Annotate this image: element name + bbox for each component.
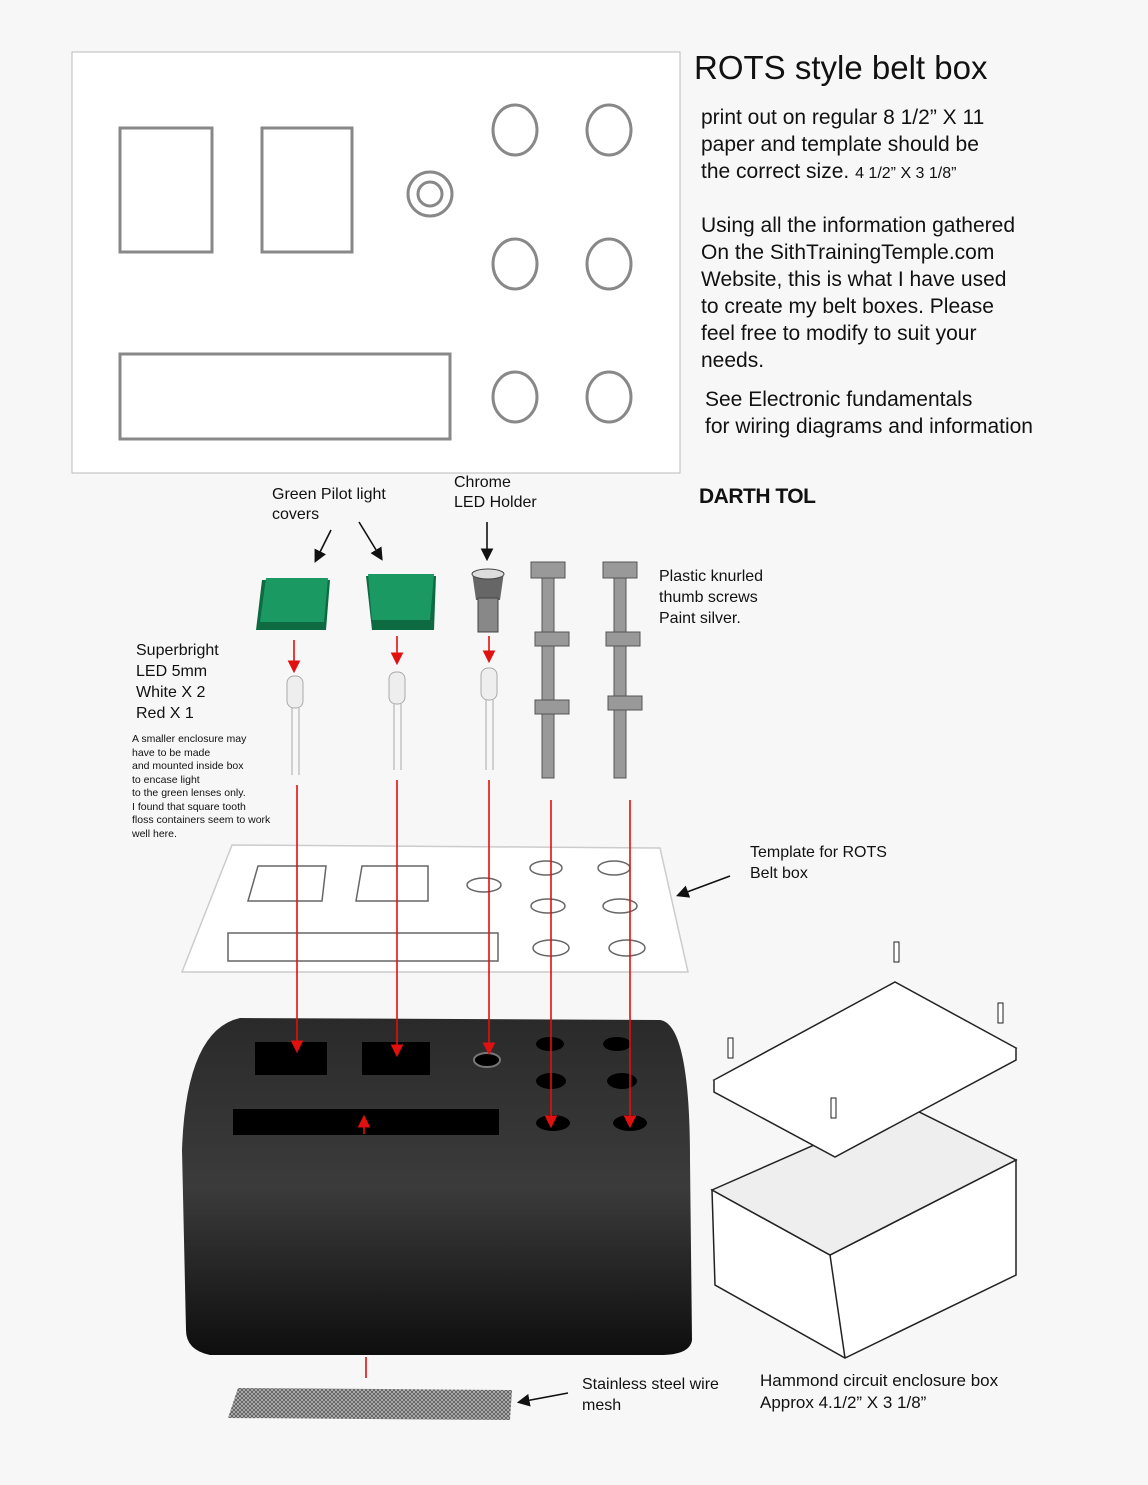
template-panel [71, 51, 681, 474]
label-template: Template for ROTS Belt box [750, 844, 887, 882]
see-note: See Electronic fundamentals for wiring d… [705, 388, 1033, 438]
print-note-line2: paper and template should be [701, 133, 979, 156]
thumb-screw-1 [530, 561, 570, 779]
enclosure-note: A smaller enclosure may have to be made … [132, 733, 271, 840]
green-pilot-cover-1 [256, 578, 330, 630]
black-belt-box [182, 1018, 692, 1355]
green-pilot-cover-2 [366, 574, 436, 630]
info-text: Using all the information gathered On th… [701, 214, 1016, 372]
leds [286, 667, 498, 775]
wire-mesh [228, 1388, 512, 1420]
print-note-line3: the correct size. [701, 160, 850, 183]
red-guide-lines [287, 636, 637, 1378]
chrome-led-holder [471, 568, 505, 633]
label-hammond: Hammond circuit enclosure box Approx 4.1… [760, 1371, 999, 1412]
print-note: print out on regular 8 1/2” X 11 paper a… [701, 104, 984, 187]
label-arrows [314, 521, 731, 1407]
label-led: Superbright LED 5mm White X 2 Red X 1 [136, 642, 219, 722]
hammond-enclosure [710, 941, 1018, 1359]
template-size: 4 1/2” X 3 1/8” [855, 165, 957, 182]
template-perspective [180, 844, 689, 973]
thumb-screw-2 [602, 561, 643, 779]
label-mesh: Stainless steel wire mesh [582, 1376, 719, 1414]
label-chrome-holder: Chrome LED Holder [454, 474, 537, 511]
page-title: ROTS style belt box [694, 49, 988, 86]
author-logo: DARTH TOL [699, 485, 816, 508]
label-thumb-screws: Plastic knurled thumb screws Paint silve… [659, 568, 764, 627]
print-note-line1: print out on regular 8 1/2” X 11 [701, 106, 985, 129]
label-green-covers: Green Pilot light covers [272, 486, 386, 523]
